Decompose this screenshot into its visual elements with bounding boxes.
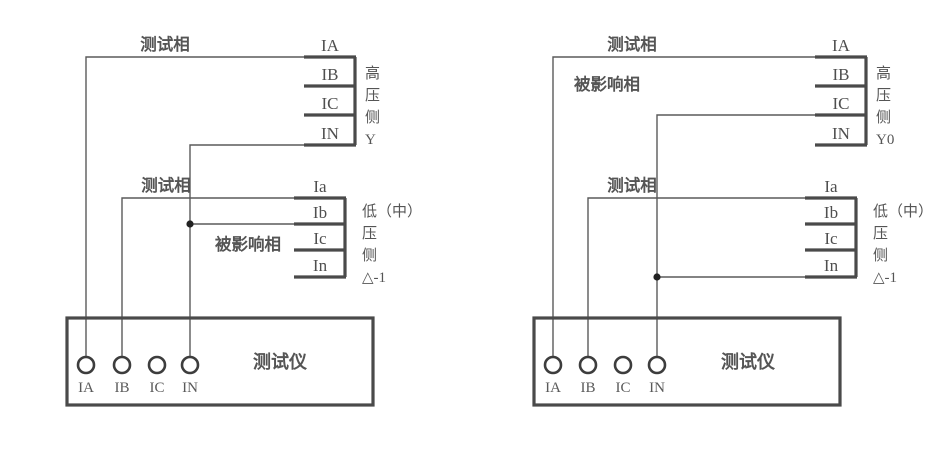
- right-hv-label-in: IN: [832, 124, 850, 143]
- left-lv-side-line3: 侧: [362, 246, 377, 264]
- right-instrument: IA IB IC IN 测试仪: [532, 316, 842, 407]
- right-hv-side-line3: 侧: [876, 108, 891, 126]
- left-hv-label-ic: IC: [322, 94, 339, 113]
- right-junction-dot: [653, 273, 661, 281]
- left-lv-label-ib: Ib: [313, 203, 327, 222]
- left-lv-label-in: In: [313, 256, 328, 275]
- left-jack-label-ic: IC: [150, 380, 165, 396]
- right-hv-terminal-block: IA IB IC IN 高 压 侧 Y0: [815, 36, 894, 148]
- right-jack-label-ic: IC: [616, 380, 631, 396]
- right-jack-label-in: IN: [649, 380, 665, 396]
- left-wire-in: [189, 144, 308, 358]
- right-lv-label-ia: Ia: [824, 177, 838, 196]
- left-jack-label-ib: IB: [115, 380, 130, 396]
- right-lv-side-line4: △-1: [873, 270, 897, 286]
- panel-left: IA IB IC IN 高 压 侧 Y Ia Ib Ic In 低（中）: [65, 34, 422, 407]
- left-instrument: IA IB IC IN 测试仪: [65, 316, 375, 407]
- right-jack-in[interactable]: [647, 355, 667, 375]
- left-hv-side-line1: 高: [365, 64, 380, 82]
- left-annotation-test-phase-lv: 测试相: [141, 175, 191, 195]
- right-lv-side-line1: 低（中）: [873, 202, 933, 220]
- left-lv-side-line1: 低（中）: [362, 202, 422, 220]
- left-hv-label-in: IN: [321, 124, 339, 143]
- left-hv-side-line2: 压: [365, 86, 380, 104]
- right-lv-terminal-block: Ia Ib Ic In 低（中） 压 侧 △-1: [805, 177, 933, 286]
- right-jack-label-ib: IB: [581, 380, 596, 396]
- right-hv-label-ic: IC: [833, 94, 850, 113]
- right-hv-side-line2: 压: [876, 86, 891, 104]
- right-wire-ib: [587, 197, 809, 358]
- left-junction-dot: [186, 220, 194, 228]
- right-jack-label-ia: IA: [545, 380, 561, 396]
- left-annotation-affected-phase: 被影响相: [215, 234, 281, 254]
- left-lv-terminal-block: Ia Ib Ic In 低（中） 压 侧 △-1: [294, 177, 422, 286]
- right-hv-side-line4: Y0: [876, 132, 894, 148]
- left-jack-in[interactable]: [180, 355, 200, 375]
- right-lv-side-line3: 侧: [873, 246, 888, 264]
- left-jack-label-ia: IA: [78, 380, 94, 396]
- left-hv-terminal-block: IA IB IC IN 高 压 侧 Y: [304, 36, 380, 148]
- right-hv-side-line1: 高: [876, 64, 891, 82]
- left-instrument-title: 测试仪: [253, 351, 308, 373]
- left-lv-side-line4: △-1: [362, 270, 386, 286]
- right-wire-ia: [552, 56, 819, 358]
- right-lv-label-in: In: [824, 256, 839, 275]
- left-wire-ib: [121, 197, 298, 358]
- left-jack-label-in: IN: [182, 380, 198, 396]
- left-annotation-test-phase-hv: 测试相: [140, 34, 190, 54]
- left-hv-side-line3: 侧: [365, 108, 380, 126]
- left-jack-ib[interactable]: [112, 355, 132, 375]
- right-hv-label-ib: IB: [833, 65, 850, 84]
- right-annotation-test-phase-hv: 测试相: [607, 34, 657, 54]
- left-hv-label-ib: IB: [322, 65, 339, 84]
- right-jack-ib[interactable]: [578, 355, 598, 375]
- right-annotation-affected-phase: 被影响相: [574, 74, 640, 94]
- left-lv-side-line2: 压: [362, 224, 377, 242]
- left-instrument-box: [65, 316, 375, 407]
- right-instrument-title: 测试仪: [721, 351, 776, 373]
- right-wire-in: [656, 114, 819, 358]
- left-jack-ic[interactable]: [147, 355, 167, 375]
- right-annotation-test-phase-lv: 测试相: [607, 175, 657, 195]
- left-hv-label-ia: IA: [321, 36, 340, 55]
- left-lv-label-ia: Ia: [313, 177, 327, 196]
- right-jack-ic[interactable]: [613, 355, 633, 375]
- left-lv-label-ic: Ic: [313, 229, 327, 248]
- right-instrument-box: [532, 316, 842, 407]
- right-lv-label-ib: Ib: [824, 203, 838, 222]
- left-hv-side-line4: Y: [365, 132, 376, 148]
- right-hv-label-ia: IA: [832, 36, 851, 55]
- left-wires: [85, 56, 308, 358]
- panel-right: IA IB IC IN 高 压 侧 Y0 Ia Ib Ic In 低（中）: [532, 34, 933, 407]
- right-jack-ia[interactable]: [543, 355, 563, 375]
- right-wires: [552, 56, 819, 358]
- right-lv-label-ic: Ic: [824, 229, 838, 248]
- left-jack-ia[interactable]: [76, 355, 96, 375]
- right-lv-side-line2: 压: [873, 224, 888, 242]
- left-wire-ia: [85, 56, 308, 358]
